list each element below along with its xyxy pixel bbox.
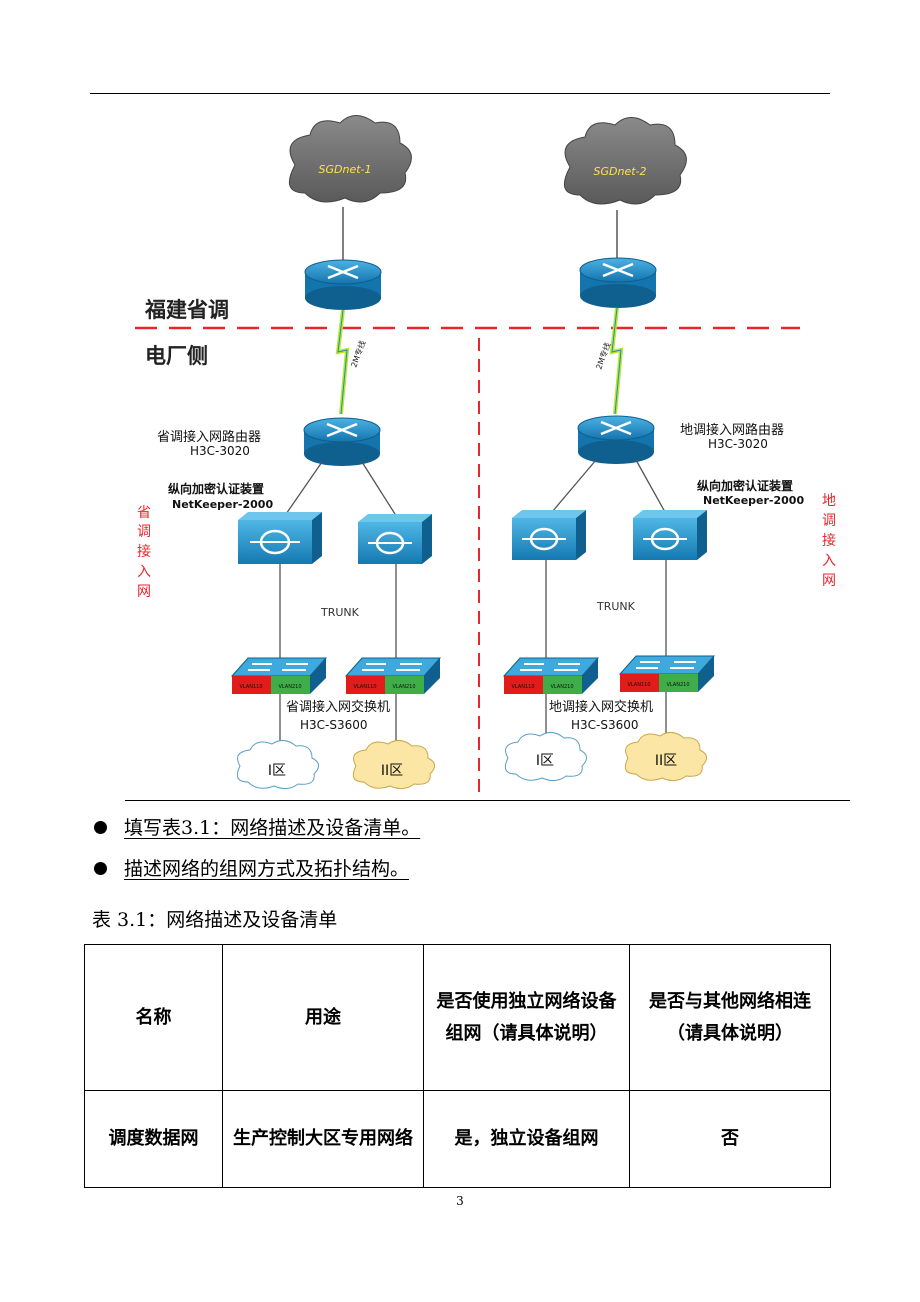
zone-cloud-left-1: I区 — [236, 740, 319, 790]
bullet-dot-icon — [94, 820, 107, 834]
router-prefecture-top — [579, 257, 657, 308]
router-province-top — [304, 259, 382, 310]
vlan-a: VLAN110 — [511, 684, 534, 690]
right-side-label: 地 调 接 入 网 — [822, 493, 836, 589]
page-number: 3 — [456, 1194, 464, 1208]
network-topology-diagram: SGDnet-1 SGDnet-2 福建省调 电厂侧 2M专线 2M专线 — [135, 115, 836, 800]
right-side-char: 接 — [822, 532, 836, 549]
right-side-char: 网 — [822, 573, 836, 589]
bullet-text: 填写表3.1：网络描述及设备清单。 — [124, 817, 421, 839]
left-side-char: 调 — [137, 524, 151, 540]
crypto-device-1 — [238, 512, 322, 564]
zone-cloud-right-1: I区 — [504, 732, 587, 782]
left-crypto-model: NetKeeper-2000 — [172, 498, 273, 511]
right-side-char: 入 — [822, 553, 836, 569]
trunk-label-left: TRUNK — [320, 606, 360, 619]
left-router-title: 省调接入网路由器 — [157, 429, 261, 445]
header-rule — [90, 93, 830, 94]
left-side-char: 省 — [137, 505, 151, 521]
switch-right-2: VLAN110 VLAN210 — [618, 655, 716, 692]
switch-left-1: VLAN110 VLAN210 — [230, 657, 328, 694]
table-cell: 否 — [629, 1090, 831, 1188]
zone-cloud-right-2: II区 — [624, 732, 707, 782]
crypto-device-2 — [358, 514, 432, 564]
zone-1-label: I区 — [268, 763, 286, 779]
vlan-a: VLAN110 — [239, 684, 262, 690]
vlan-b: VLAN210 — [392, 684, 415, 690]
left-crypto-title: 纵向加密认证装置 — [168, 481, 264, 496]
table-cell: 调度数据网 — [84, 1090, 223, 1188]
cloud-label-2: SGDnet-2 — [594, 165, 647, 178]
header-cell: 是否与其他网络相连（请具体说明） — [629, 944, 831, 1091]
left-side-label: 省 调 接 入 网 — [137, 505, 151, 600]
vlan-a: VLAN110 — [353, 684, 376, 690]
left-router-model: H3C-3020 — [190, 444, 250, 458]
left-side-char: 接 — [137, 543, 151, 560]
label-plant-side: 电厂侧 — [145, 344, 208, 368]
crypto-device-4 — [633, 510, 707, 560]
right-crypto-title: 纵向加密认证装置 — [697, 478, 793, 493]
router-province-access — [303, 417, 381, 466]
zone-2-label: II区 — [381, 763, 403, 779]
bullet-item-1: 填写表3.1：网络描述及设备清单。 — [94, 816, 420, 840]
vlan-b: VLAN210 — [550, 684, 573, 690]
table-header-row: 名称 用途 是否使用独立网络设备组网（请具体说明） 是否与其他网络相连（请具体说… — [84, 944, 831, 1091]
cloud-sgdnet-1: SGDnet-1 — [288, 115, 412, 203]
table-cell: 是，独立设备组网 — [423, 1090, 630, 1188]
zone-1-label: I区 — [536, 753, 554, 769]
switch-left-2: VLAN110 VLAN210 — [344, 657, 442, 694]
vlan-b: VLAN210 — [278, 684, 301, 690]
right-switch-model: H3C-S3600 — [571, 718, 639, 732]
label-province-side: 福建省调 — [144, 298, 229, 322]
trunk-label-right: TRUNK — [596, 600, 636, 613]
router-prefecture-access — [577, 415, 655, 464]
crypto-device-3 — [512, 510, 586, 560]
diagram-bottom-rule — [125, 800, 850, 801]
right-crypto-model: NetKeeper-2000 — [703, 494, 804, 507]
right-side-char: 调 — [822, 513, 836, 529]
left-switch-title: 省调接入网交换机 — [286, 699, 390, 715]
table-row: 调度数据网 生产控制大区专用网络 是，独立设备组网 否 — [84, 1090, 831, 1188]
zone-2-label: II区 — [655, 753, 677, 769]
left-switch-model: H3C-S3600 — [300, 718, 368, 732]
bullet-text: 描述网络的组网方式及拓扑结构。 — [124, 858, 410, 880]
right-router-title: 地调接入网路由器 — [680, 422, 784, 438]
table-cell: 生产控制大区专用网络 — [222, 1090, 424, 1188]
table-caption: 表 3.1：网络描述及设备清单 — [92, 909, 338, 931]
vlan-a: VLAN110 — [627, 682, 650, 688]
link-label-right: 2M专线 — [593, 341, 612, 371]
left-side-char: 入 — [137, 564, 151, 580]
left-side-char: 网 — [137, 584, 151, 600]
switch-right-1: VLAN110 VLAN210 — [502, 657, 600, 694]
network-device-table: 名称 用途 是否使用独立网络设备组网（请具体说明） 是否与其他网络相连（请具体说… — [84, 944, 831, 1188]
header-cell: 名称 — [84, 944, 223, 1091]
bullet-dot-icon — [94, 861, 107, 875]
right-side-char: 地 — [822, 493, 836, 509]
right-switch-title: 地调接入网交换机 — [549, 699, 653, 715]
vlan-b: VLAN210 — [666, 682, 689, 688]
zone-cloud-left-2: II区 — [352, 740, 435, 790]
cloud-label-1: SGDnet-1 — [319, 163, 372, 176]
cloud-sgdnet-2: SGDnet-2 — [563, 117, 687, 205]
header-cell: 是否使用独立网络设备组网（请具体说明） — [423, 944, 630, 1091]
bullet-item-2: 描述网络的组网方式及拓扑结构。 — [94, 857, 409, 881]
link-label-left: 2M专线 — [348, 339, 367, 369]
header-cell: 用途 — [222, 944, 424, 1091]
right-router-model: H3C-3020 — [708, 437, 768, 451]
